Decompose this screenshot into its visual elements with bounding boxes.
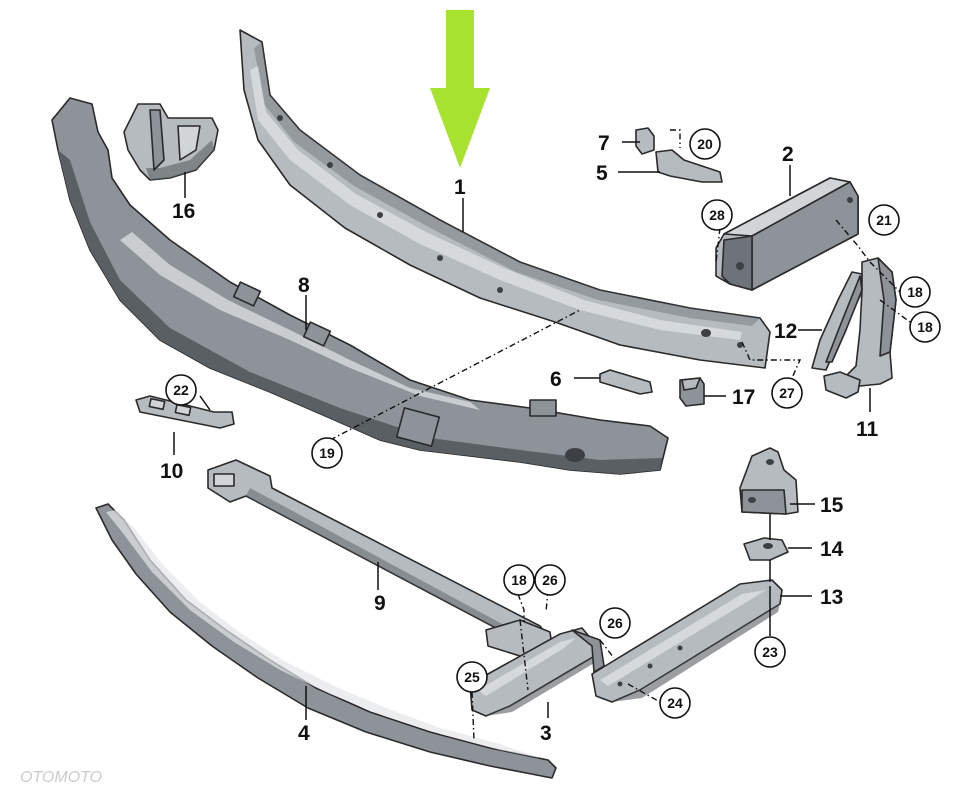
- part-8-energy-absorber: [51, 97, 669, 475]
- callout-10: 10: [160, 460, 183, 483]
- circled-callout-27: 27: [771, 377, 803, 409]
- callout-8: 8: [298, 274, 310, 297]
- part-16-bracket: [123, 103, 219, 181]
- part-3-bracket-rail: [469, 627, 605, 717]
- svg-text:18: 18: [511, 572, 527, 588]
- highlight-arrow-icon: [430, 10, 490, 168]
- part-1-bumper-carrier: [239, 29, 771, 369]
- callout-5: 5: [596, 162, 608, 185]
- callout-6: 6: [550, 368, 562, 391]
- part-7-fastener: [635, 127, 655, 155]
- callout-17: 17: [732, 386, 755, 409]
- callout-13: 13: [820, 586, 843, 609]
- circled-callout-18-a: 18: [899, 276, 931, 308]
- callout-11: 11: [856, 418, 879, 441]
- circled-callout-28: 28: [701, 199, 733, 231]
- circled-callout-24: 24: [659, 687, 691, 719]
- watermark-logo: OTOMOTO: [20, 769, 102, 786]
- callout-16: 16: [172, 200, 195, 223]
- callout-numbers: 1 2 3 4 5 6 7 8 9 10 11 12 13 14 15 16 1…: [160, 132, 879, 745]
- callout-4: 4: [298, 722, 310, 745]
- circled-callout-18-c: 18: [503, 564, 535, 596]
- svg-text:21: 21: [876, 212, 892, 228]
- circled-callouts: 18 18 18 19 20 21 22 23: [165, 128, 941, 719]
- circled-callout-26-a: 26: [534, 564, 566, 596]
- part-5-bracket-clip: [655, 149, 723, 183]
- svg-text:27: 27: [779, 385, 795, 401]
- svg-text:26: 26: [607, 615, 623, 631]
- part-11-bracket: [823, 257, 897, 399]
- part-12-bracket: [811, 271, 863, 371]
- part-4-spoiler-strip: [95, 503, 557, 779]
- callout-2: 2: [782, 143, 794, 166]
- svg-text:28: 28: [709, 207, 725, 223]
- circled-callout-18-b: 18: [909, 311, 941, 343]
- callout-14: 14: [820, 538, 844, 561]
- circled-callout-23: 23: [754, 636, 786, 668]
- circled-callout-19: 19: [311, 437, 343, 469]
- part-6-clip: [599, 369, 653, 395]
- part-2-side-bracket: [715, 177, 859, 291]
- svg-text:25: 25: [464, 669, 480, 685]
- part-22-bracket: [135, 395, 235, 429]
- dashed-leader-lines: [329, 129, 911, 741]
- circled-callout-25: 25: [456, 661, 488, 693]
- callout-3: 3: [540, 722, 552, 745]
- circled-callout-20: 20: [689, 128, 721, 160]
- leader-lines: [173, 141, 871, 720]
- svg-text:20: 20: [697, 136, 713, 152]
- callout-9: 9: [374, 592, 386, 615]
- svg-text:23: 23: [762, 644, 778, 660]
- svg-text:26: 26: [542, 572, 558, 588]
- callout-1: 1: [454, 176, 466, 199]
- circled-callout-26-b: 26: [599, 607, 631, 639]
- callout-12: 12: [774, 320, 797, 343]
- part-13-bracket-rail: [591, 579, 783, 703]
- part-15-bracket: [739, 447, 799, 515]
- svg-text:19: 19: [319, 445, 335, 461]
- part-9-cross-member: [207, 459, 553, 657]
- svg-text:24: 24: [667, 695, 683, 711]
- part-14-mounting-plate: [743, 537, 789, 561]
- svg-text:18: 18: [917, 319, 933, 335]
- circled-callout-21: 21: [868, 204, 900, 236]
- svg-text:22: 22: [173, 382, 189, 398]
- circled-callout-22: 22: [165, 374, 197, 406]
- callout-7: 7: [598, 132, 610, 155]
- part-17-clip: [679, 377, 705, 407]
- callout-15: 15: [820, 494, 844, 517]
- svg-text:18: 18: [907, 284, 923, 300]
